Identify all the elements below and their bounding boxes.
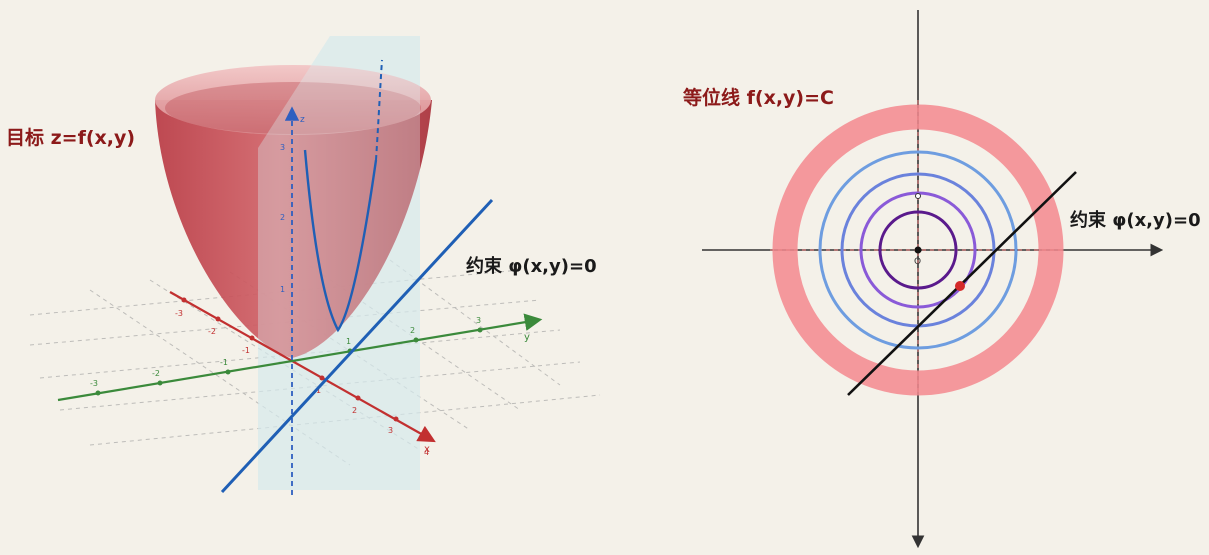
level-curve-label: 等位线 f(x,y)=C xyxy=(682,86,834,109)
level-curve-1 xyxy=(878,210,958,290)
y-axis xyxy=(57,313,543,402)
right-contour-plot: O 等位线 f(x,y)=C 约束 φ(x,y)=0 xyxy=(682,10,1201,549)
x-axis-label: x xyxy=(424,444,430,455)
y-axis-ticks: -3 -2 -1 1 2 3 xyxy=(90,316,483,396)
svg-text:1: 1 xyxy=(316,386,321,395)
y-axis-label: y xyxy=(524,332,530,343)
z-axis-ticks: 1 2 3 xyxy=(280,143,285,294)
svg-text:2: 2 xyxy=(280,213,285,222)
svg-text:-1: -1 xyxy=(220,358,228,367)
svg-text:3: 3 xyxy=(476,316,481,325)
svg-text:3: 3 xyxy=(388,426,393,435)
constraint-label-left: 约束 φ(x,y)=0 xyxy=(466,255,597,277)
left-3d-plot: z y x -3 -2 -1 1 2 3 4 -3 -2 -1 1 2 3 1 xyxy=(6,36,601,495)
svg-text:-2: -2 xyxy=(152,369,160,378)
svg-text:-3: -3 xyxy=(90,379,98,388)
tangent-point xyxy=(955,281,965,291)
z-axis-label: z xyxy=(300,115,305,125)
intersection-curve xyxy=(303,149,378,333)
svg-text:2: 2 xyxy=(410,326,415,335)
svg-text:1: 1 xyxy=(280,285,285,294)
origin-label: O xyxy=(914,257,921,267)
constraint-line-3d xyxy=(220,198,494,494)
constraint-label-right: 约束 φ(x,y)=0 xyxy=(1070,209,1201,231)
svg-text:3: 3 xyxy=(280,143,285,152)
svg-text:-2: -2 xyxy=(208,327,216,336)
level-curve-4 xyxy=(818,150,1018,350)
svg-text:-3: -3 xyxy=(175,309,183,318)
svg-text:1: 1 xyxy=(346,337,351,346)
svg-text:2: 2 xyxy=(352,406,357,415)
origin-point xyxy=(914,246,922,254)
objective-label: 目标 z=f(x,y) xyxy=(6,127,135,149)
level-curve-5 xyxy=(772,104,1064,396)
x-axis-ticks: -3 -2 -1 1 2 3 4 xyxy=(175,297,429,457)
svg-text:4: 4 xyxy=(424,448,429,457)
svg-text:-1: -1 xyxy=(242,346,250,355)
x-axis xyxy=(169,291,436,443)
